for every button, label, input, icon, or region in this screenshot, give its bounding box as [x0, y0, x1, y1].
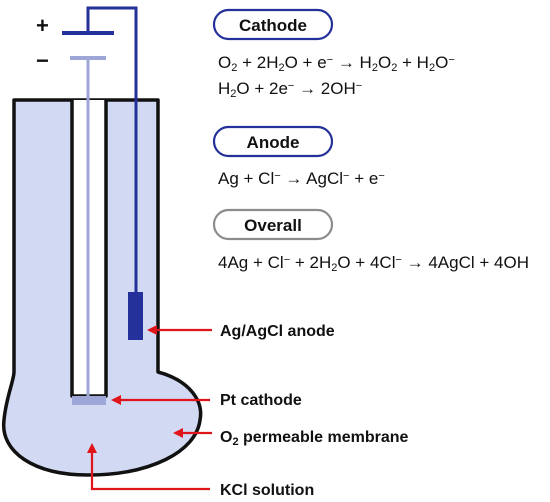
- superscript: −: [288, 80, 294, 92]
- superscript: −: [284, 254, 290, 266]
- text-run: O: [218, 53, 231, 72]
- superscript: −: [356, 80, 362, 92]
- cathode-equation-2: H2O + 2e− → 2OH−: [218, 79, 362, 100]
- text-run: → 4AgCl + 4OH: [402, 253, 529, 272]
- subscript: 2: [331, 262, 337, 274]
- subscript: 2: [231, 62, 237, 74]
- ag-agcl-anode: [128, 292, 143, 340]
- text-run: 4Ag + Cl: [218, 253, 284, 272]
- anode-wire: [86, 6, 138, 292]
- label-pt-cathode: Pt cathode: [220, 392, 302, 409]
- text-run: H: [218, 79, 230, 98]
- superscript: −: [378, 170, 384, 182]
- superscript: −: [395, 254, 401, 266]
- battery-plus-sign: +: [36, 13, 49, 38]
- text-run: Ag + Cl: [218, 169, 274, 188]
- cathode-equation-1: O2 + 2H2O + e− → H2O2 + H2O−: [218, 53, 455, 74]
- subscript: 2: [372, 62, 378, 74]
- text-run: permeable membrane: [239, 429, 409, 446]
- text-run: → 2OH: [294, 79, 355, 98]
- subscript: 2: [429, 62, 435, 74]
- text-run: KCl solution: [220, 482, 314, 499]
- pill-overall-title: Overall: [244, 216, 302, 235]
- pill-anode: [212, 125, 334, 158]
- label-kcl-solution: KCl solution: [220, 482, 314, 499]
- text-run: O: [378, 53, 391, 72]
- battery-minus-sign: −: [36, 48, 49, 73]
- superscript: −: [343, 170, 349, 182]
- subscript: 2: [278, 62, 284, 74]
- label-o2-membrane: O2 permeable membrane: [220, 429, 409, 448]
- text-run: O + 2e: [236, 79, 288, 98]
- label-ag-agcl-anode: Ag/AgCl anode: [220, 323, 335, 340]
- superscript: −: [327, 54, 333, 66]
- text-run: O: [435, 53, 448, 72]
- anode-equation-1: Ag + Cl− → AgCl− + e−: [218, 169, 385, 188]
- text-run: + H: [397, 53, 429, 72]
- pill-cathode-title: Cathode: [239, 16, 307, 35]
- text-run: + 2H: [290, 253, 331, 272]
- pill-overall: [212, 208, 334, 241]
- pill-anode-title: Anode: [247, 133, 300, 152]
- text-run: O + 4Cl: [337, 253, 395, 272]
- arrow-kcl: [87, 443, 210, 491]
- overall-equation-1: 4Ag + Cl− + 2H2O + 4Cl− → 4AgCl + 4OH: [218, 253, 529, 274]
- subscript: 2: [230, 88, 236, 100]
- superscript: −: [274, 170, 280, 182]
- pill-cathode: [212, 8, 334, 41]
- text-run: O + e: [285, 53, 327, 72]
- subscript: 2: [391, 62, 397, 74]
- text-run: + 2H: [237, 53, 278, 72]
- subscript: 2: [232, 436, 238, 448]
- text-run: → H: [333, 53, 372, 72]
- pt-cathode: [72, 396, 106, 405]
- superscript: −: [448, 54, 454, 66]
- text-run: O: [220, 429, 232, 446]
- text-run: Ag/AgCl anode: [220, 323, 335, 340]
- text-run: → AgCl: [281, 169, 343, 188]
- text-run: + e: [349, 169, 378, 188]
- text-run: Pt cathode: [220, 392, 302, 409]
